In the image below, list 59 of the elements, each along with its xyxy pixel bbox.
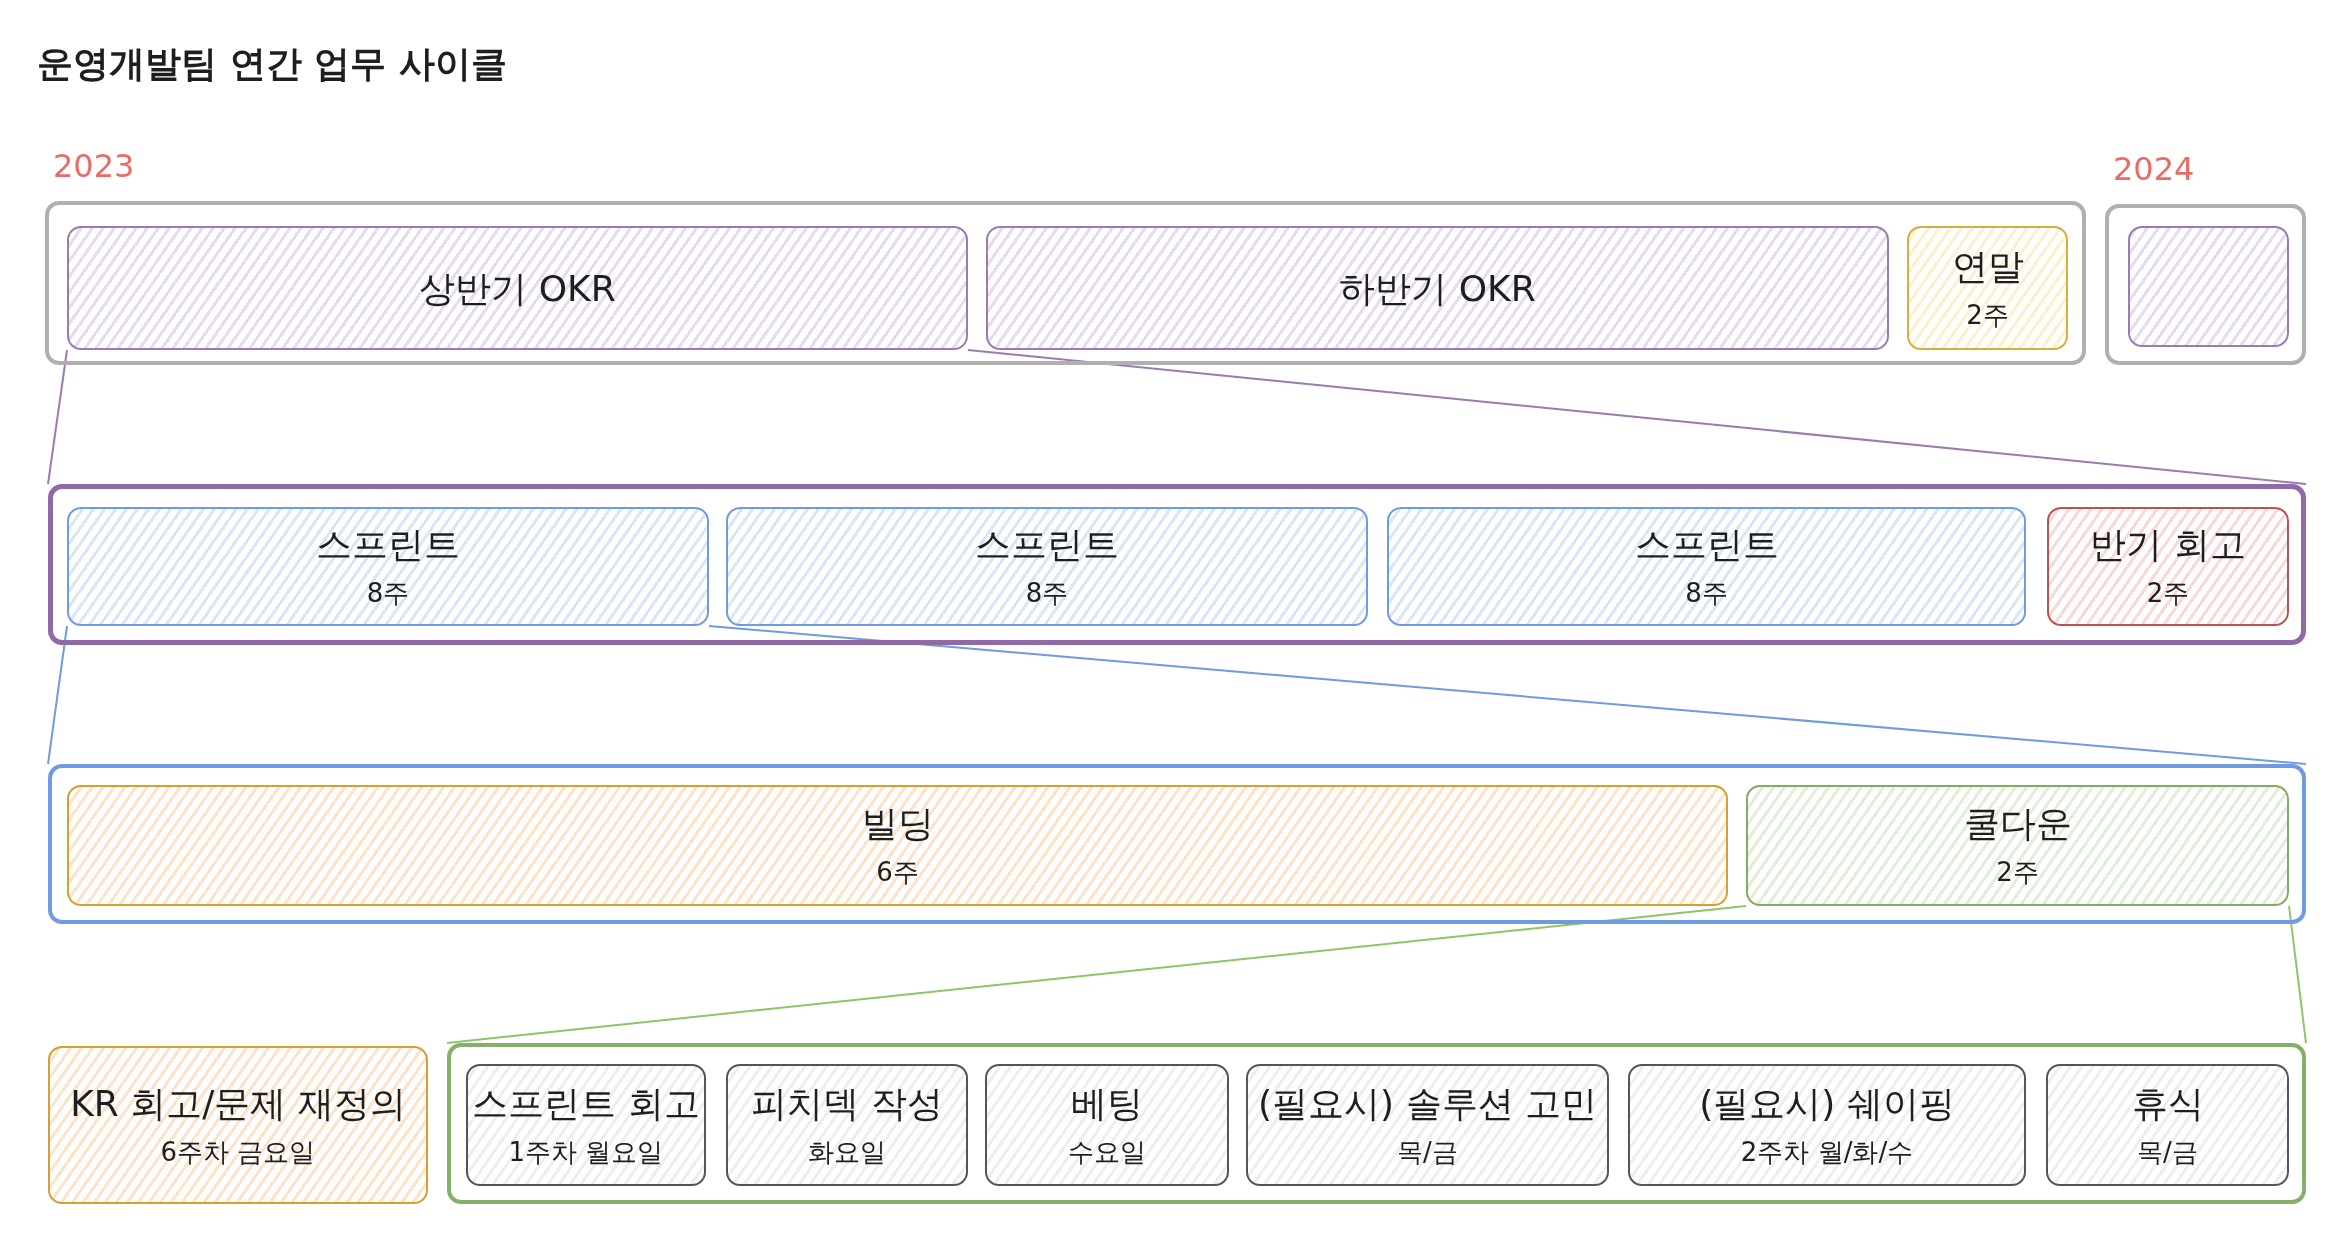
duration-label: 8주: [366, 577, 410, 611]
diagram-title: 운영개발팀 연간 업무 사이클: [37, 42, 507, 86]
stage-box: [1628, 1064, 2026, 1186]
year-label: 2024: [2113, 150, 2195, 188]
group-frame: [447, 1043, 2306, 1204]
stage-name: 연말: [1951, 244, 2024, 289]
duration-label: 6주차 금요일: [160, 1135, 316, 1169]
stage-name: 스프린트: [1634, 523, 1779, 568]
stage-name: (필요시) 쉐이핑: [1699, 1081, 1955, 1126]
stage-box: [726, 1064, 968, 1186]
stage-name: 하반기 OKR: [1339, 266, 1536, 311]
stage-name: 휴식: [2131, 1081, 2204, 1126]
empty-box: [2128, 226, 2289, 347]
duration-label: 2주차 월/화/수: [1740, 1135, 1914, 1169]
duration-label: 8주: [1025, 577, 1069, 611]
duration-label: 수요일: [1068, 1135, 1146, 1169]
stage-box: [1387, 507, 2026, 626]
year-label: 2023: [53, 147, 135, 185]
stage-name: 상반기 OKR: [419, 266, 616, 311]
stage-box: [726, 507, 1368, 626]
stage-box: [67, 226, 968, 350]
duration-label: 목/금: [1397, 1135, 1458, 1169]
stage-box: [466, 1064, 706, 1186]
stage-box: [1907, 226, 2068, 350]
stage-name: 스프린트: [316, 523, 460, 568]
stage-box: [2046, 1064, 2289, 1186]
stage-box: [985, 1064, 1229, 1186]
duration-label: 화요일: [808, 1135, 886, 1169]
stage-box: [48, 1046, 428, 1204]
stage-name: 빌딩: [861, 802, 934, 847]
stage-box: [1246, 1064, 1609, 1186]
zoom-line: [446, 905, 1747, 1044]
duration-label: 2주: [1996, 856, 2039, 890]
stage-box: [67, 507, 709, 626]
stage-box: [67, 785, 1728, 906]
stage-name: 반기 회고: [2090, 523, 2246, 568]
stage-name: 스프린트 회고: [472, 1081, 700, 1126]
duration-label: 8주: [1685, 577, 1728, 611]
zoom-line: [967, 349, 2307, 485]
stage-name: KR 회고/문제 재정의: [70, 1081, 406, 1126]
stage-name: 베팅: [1071, 1081, 1143, 1126]
duration-label: 2주: [2146, 577, 2190, 611]
stage-name: (필요시) 솔루션 고민: [1258, 1081, 1597, 1126]
stage-box: [986, 226, 1889, 350]
zoom-line: [708, 625, 2307, 765]
stage-name: 피치덱 작성: [751, 1081, 943, 1126]
stage-box: [1746, 785, 2289, 906]
stage-name: 쿨다운: [1963, 802, 2072, 847]
duration-label: 1주차 월요일: [508, 1135, 664, 1169]
zoom-line: [47, 625, 68, 765]
group-frame: [48, 764, 2306, 924]
stage-box: [2047, 507, 2289, 626]
group-frame: [48, 484, 2306, 645]
zoom-line: [2288, 905, 2307, 1044]
zoom-line: [47, 349, 68, 485]
duration-label: 목/금: [2137, 1135, 2198, 1169]
duration-label: 2주: [1966, 298, 2009, 332]
stage-name: 스프린트: [975, 523, 1119, 568]
duration-label: 6주: [876, 856, 919, 890]
